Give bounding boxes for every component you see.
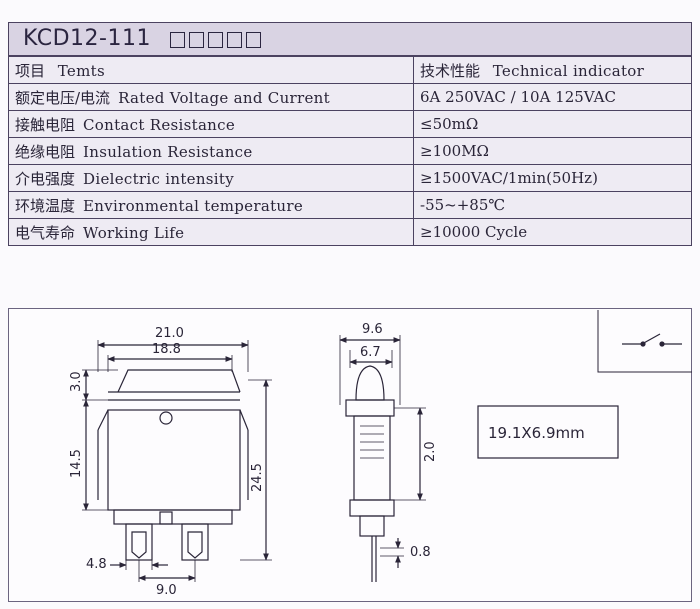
indicator-header-en: Technical indicator [492, 61, 645, 80]
spec-item-cn: 环境温度 [15, 196, 76, 215]
item-header-cn: 项目 [15, 61, 46, 80]
placeholder-glyph [246, 31, 262, 48]
spec-header-row: 项目 Temts 技术性能 Technical indicator [8, 56, 692, 84]
spec-item-en: Insulation Resistance [83, 142, 253, 161]
title-bar: KCD12-111 [8, 22, 692, 56]
spec-item: 环境温度 Environmental temperature [8, 191, 414, 219]
spec-value: 6A 250VAC / 10A 125VAC [413, 83, 692, 111]
spec-item-cn: 绝缘电阻 [15, 142, 76, 161]
dim-terminal-spacing: 9.0 [156, 583, 177, 598]
spec-value: ≥1500VAC/1min(50Hz) [413, 164, 692, 192]
panel-cutout-label: 19.1X6.9mm [488, 424, 585, 442]
placeholder-glyph [189, 31, 205, 48]
spec-item-en: Working Life [83, 223, 185, 242]
dim-total-height: 24.5 [250, 463, 265, 492]
dim-side-width: 9.6 [362, 322, 383, 337]
panel-cutout-box [477, 405, 619, 459]
switch-symbol [597, 310, 692, 373]
placeholder-glyph [170, 31, 186, 48]
item-header-en: Temts [57, 61, 105, 80]
side-view [339, 335, 426, 582]
spec-item-cn: 电气寿命 [15, 223, 76, 242]
spec-row: 介电强度 Dielectric intensity ≥1500VAC/1min(5… [8, 164, 692, 192]
switch-body [107, 409, 241, 511]
spec-item: 电气寿命 Working Life [8, 218, 414, 246]
spec-item-en: Dielectric intensity [83, 169, 234, 188]
spec-item: 接触电阻 Contact Resistance [8, 110, 414, 138]
terminal-right [181, 523, 209, 561]
spec-row: 额定电压/电流 Rated Voltage and Current 6A 250V… [8, 83, 692, 111]
placeholder-glyph [227, 31, 243, 48]
led-lens [355, 365, 385, 401]
spec-item: 介电强度 Dielectric intensity [8, 164, 414, 192]
model-title: KCD12-111 [23, 26, 265, 52]
spec-item: 额定电压/电流 Rated Voltage and Current [8, 83, 414, 111]
indicator-header: 技术性能 Technical indicator [413, 56, 692, 84]
placeholder-glyphs [170, 27, 265, 52]
spec-item-en: Environmental temperature [83, 196, 304, 215]
front-view [82, 340, 272, 582]
spec-table: 项目 Temts 技术性能 Technical indicator 额定电压/电… [8, 56, 692, 246]
indicator-header-cn: 技术性能 [420, 61, 481, 80]
placeholder-glyph [208, 31, 224, 48]
spec-item-cn: 介电强度 [15, 169, 76, 188]
dim-front-inner-width: 18.8 [152, 342, 181, 357]
spec-value: ≥100MΩ [413, 137, 692, 165]
spec-item-en: Rated Voltage and Current [118, 88, 330, 107]
spec-item: 绝缘电阻 Insulation Resistance [8, 137, 414, 165]
dim-terminal-thickness: 0.8 [410, 545, 431, 560]
dim-side-step: 2.0 [423, 441, 438, 462]
spec-row: 电气寿命 Working Life ≥10000 Cycle [8, 218, 692, 246]
spec-value: ≥10000 Cycle [413, 218, 692, 246]
spec-row: 绝缘电阻 Insulation Resistance ≥100MΩ [8, 137, 692, 165]
item-header: 项目 Temts [8, 56, 414, 84]
dim-body-height: 14.5 [69, 449, 84, 478]
dim-rocker-height: 3.0 [69, 371, 84, 392]
spec-item-cn: 接触电阻 [15, 115, 76, 134]
spec-item-cn: 额定电压/电流 [15, 88, 111, 107]
model-number: KCD12-111 [23, 26, 151, 51]
dim-front-width: 21.0 [155, 326, 184, 341]
terminal-left [125, 523, 153, 561]
dim-side-inner-width: 6.7 [360, 345, 381, 360]
spec-item-en: Contact Resistance [83, 115, 236, 134]
dim-terminal-width: 4.8 [86, 557, 107, 572]
